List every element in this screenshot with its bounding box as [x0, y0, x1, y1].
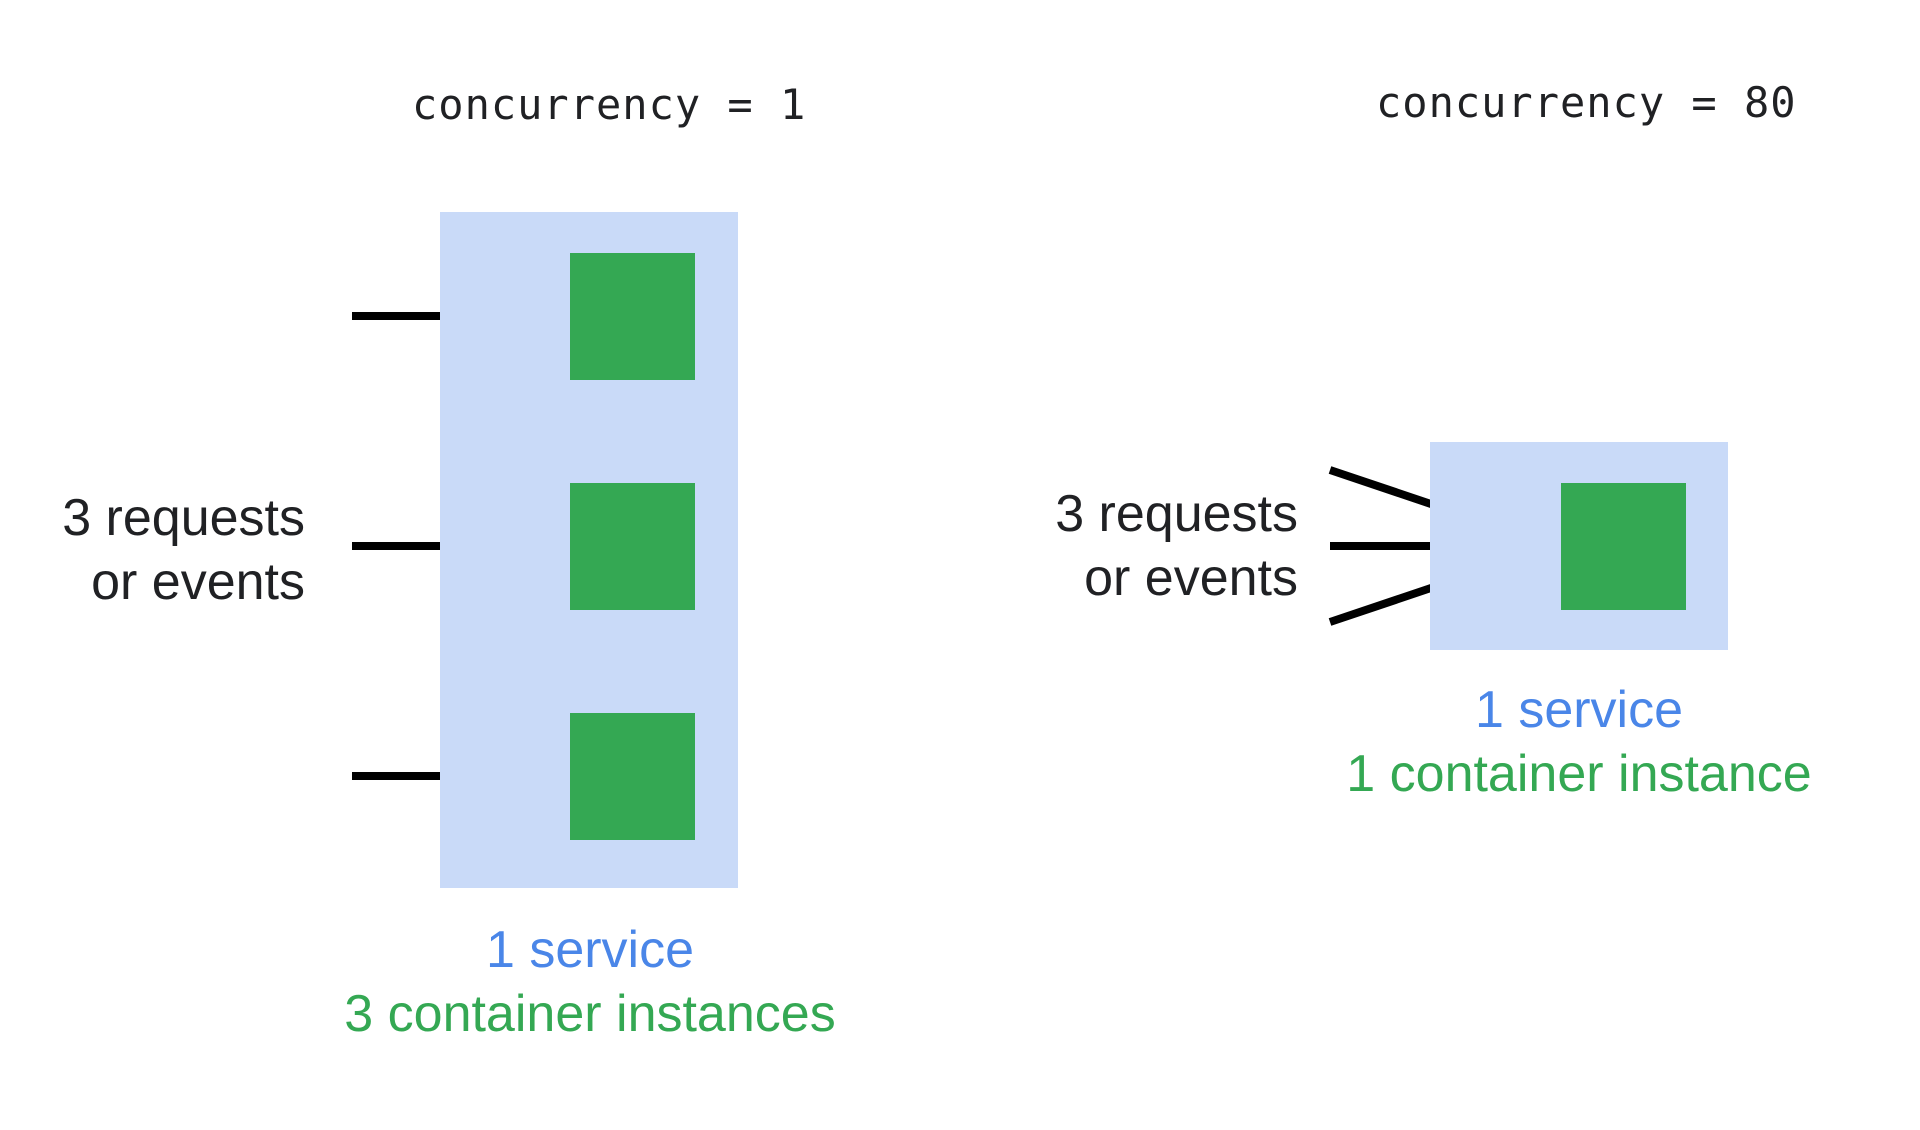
left-service-label: 1 service — [485, 921, 695, 979]
right-service-label: 1 service — [1474, 681, 1684, 739]
left-requests-line1: 3 requests — [62, 489, 305, 547]
right-concurrency-title: concurrency = 80 — [1376, 78, 1797, 127]
right-requests-line2: or events — [1084, 549, 1298, 607]
right-caption: 1 service 1 container instance — [1323, 678, 1835, 806]
left-container-instance-3 — [570, 713, 695, 840]
left-requests-label: 3 requests or events — [62, 486, 305, 614]
right-requests-label: 3 requests or events — [1055, 482, 1298, 610]
left-container-instance-1 — [570, 253, 695, 380]
left-caption: 1 service 3 container instances — [334, 918, 846, 1046]
left-requests-line2: or events — [91, 553, 305, 611]
left-instances-label: 3 container instances — [344, 985, 836, 1043]
right-instances-label: 1 container instance — [1346, 745, 1812, 803]
right-requests-line1: 3 requests — [1055, 485, 1298, 543]
right-container-instance — [1561, 483, 1686, 610]
left-container-instance-2 — [570, 483, 695, 610]
left-concurrency-title: concurrency = 1 — [412, 80, 807, 129]
